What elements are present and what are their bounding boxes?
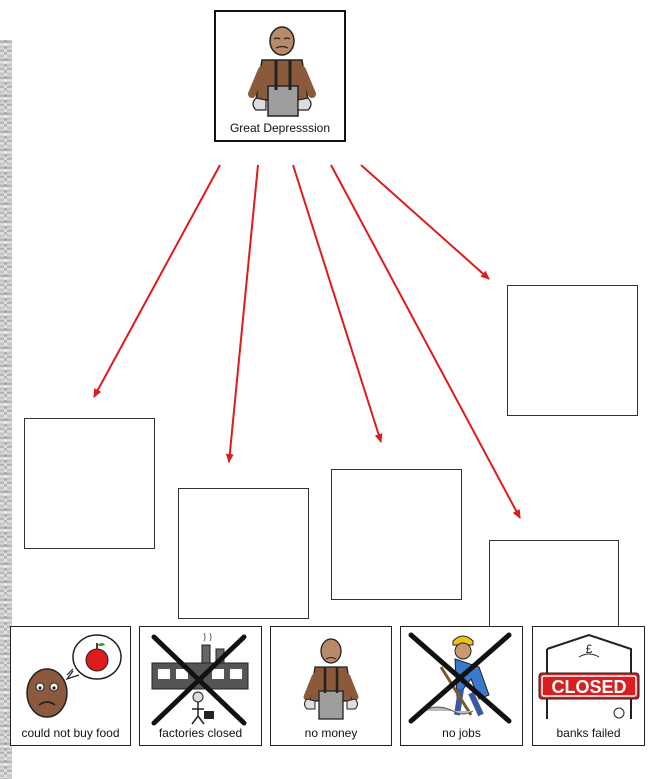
sad-face-thinking-apple-icon — [11, 627, 130, 727]
arrow-2 — [229, 165, 258, 462]
central-concept-label: Great Depresssion — [216, 121, 344, 135]
central-concept-card: Great Depresssion — [214, 10, 346, 142]
crossed-out-factory-icon — [140, 627, 261, 727]
choice-card-could-not-buy-food[interactable]: could not buy food — [10, 626, 131, 746]
answer-box-5[interactable] — [507, 285, 638, 416]
answer-box-4[interactable] — [489, 540, 619, 640]
answer-box-2[interactable] — [178, 488, 309, 619]
choice-card-factories-closed[interactable]: factories closed — [139, 626, 262, 746]
man-with-empty-pockets-icon — [216, 12, 344, 122]
answer-box-1[interactable] — [24, 418, 155, 549]
choice-label: could not buy food — [11, 726, 130, 740]
arrow-5 — [361, 165, 489, 279]
choice-label: factories closed — [140, 726, 261, 740]
closed-bank-icon: £ CLOSED — [533, 627, 644, 727]
svg-text:CLOSED: CLOSED — [551, 677, 626, 697]
arrow-4 — [331, 165, 520, 518]
choice-label: no jobs — [401, 726, 522, 740]
arrow-3 — [293, 165, 381, 442]
choice-label: no money — [271, 726, 391, 740]
choice-card-banks-failed[interactable]: £ CLOSED banks failed — [532, 626, 645, 746]
choice-card-no-money[interactable]: no money — [270, 626, 392, 746]
choice-card-no-jobs[interactable]: no jobs — [400, 626, 523, 746]
arrow-1 — [94, 165, 220, 397]
man-with-empty-pockets-icon — [271, 627, 391, 727]
answer-box-3[interactable] — [331, 469, 462, 600]
crossed-out-worker-icon — [401, 627, 522, 727]
choice-label: banks failed — [533, 726, 644, 740]
